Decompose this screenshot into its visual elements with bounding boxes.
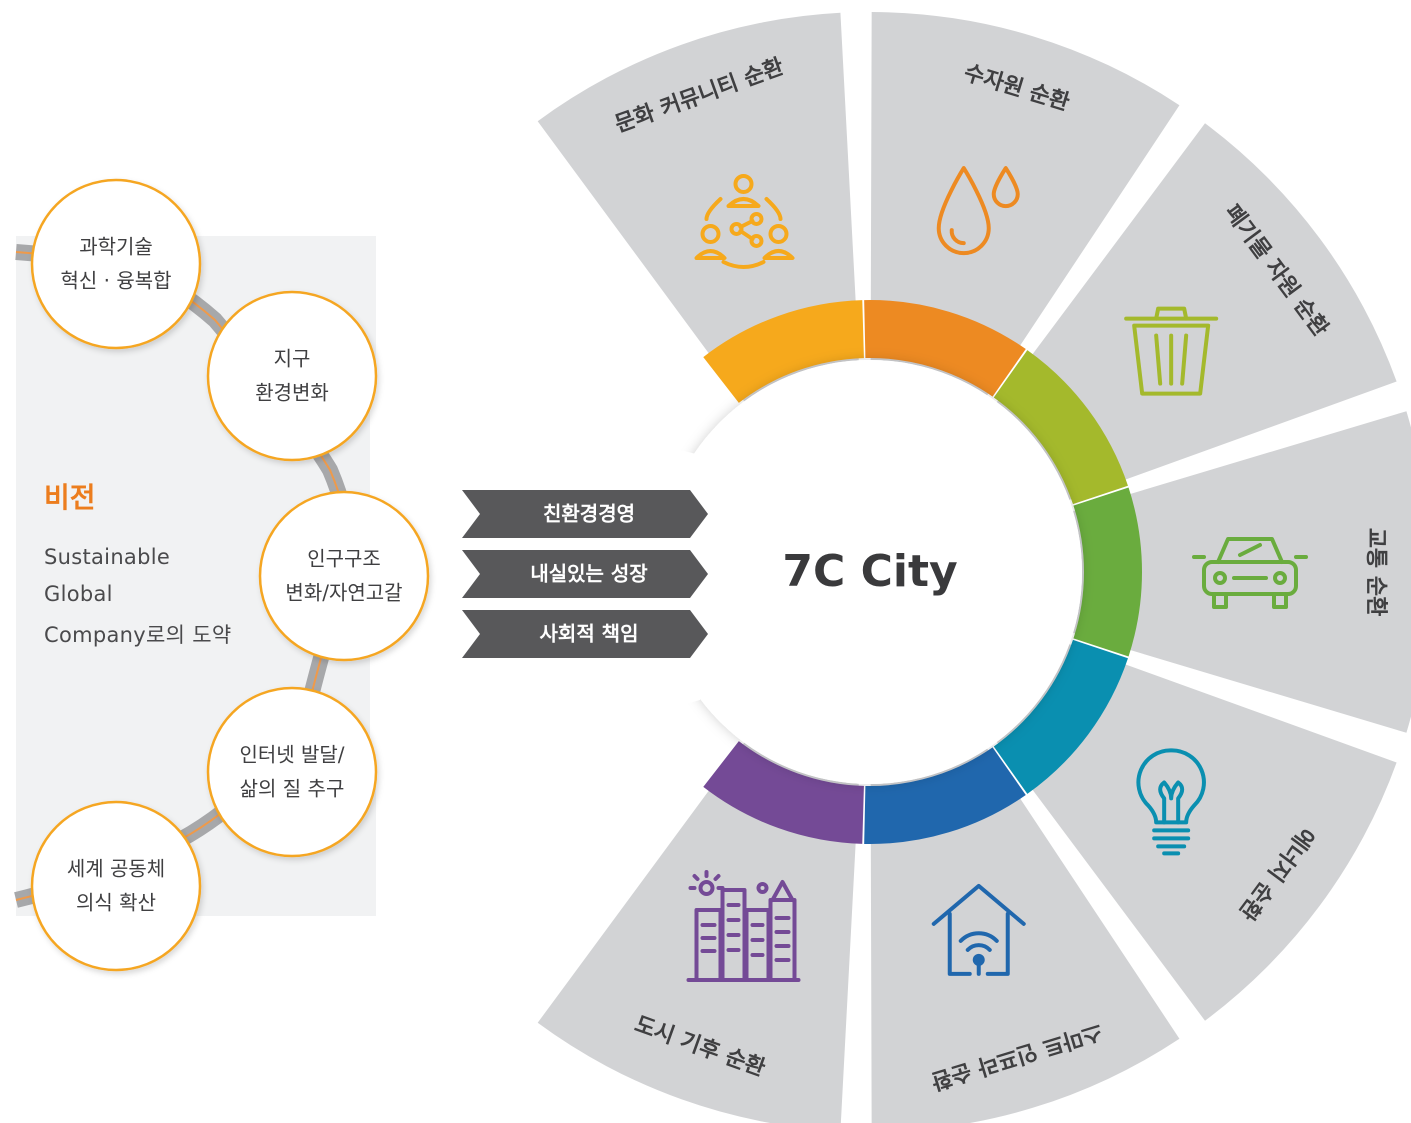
vision-line-1: Sustainable xyxy=(44,545,171,569)
driver-bubble xyxy=(30,178,202,350)
driver-bubble-label: 혁신 · 융복합 xyxy=(60,269,171,293)
value-label: 친환경경영 xyxy=(543,502,635,526)
community-network-icon xyxy=(694,173,795,269)
cycle-ring-segment xyxy=(993,350,1128,505)
driver-bubble-label: 변화/자연고갈 xyxy=(285,581,402,605)
driver-bubble xyxy=(206,686,378,858)
driver-bubble-label: 지구 xyxy=(274,347,311,371)
cycle-label: 교통 순환 xyxy=(1363,528,1388,617)
value-label: 내실있는 성장 xyxy=(530,562,648,586)
cycle-sector xyxy=(537,716,861,1123)
value-arrow xyxy=(462,550,708,598)
city-buildings-icon xyxy=(686,870,801,983)
center-circle-cover xyxy=(658,360,1082,784)
cycle-ring-segment xyxy=(864,300,1026,397)
driver-bubble xyxy=(30,800,202,972)
driver-bubble-label: 삶의 질 추구 xyxy=(240,777,345,801)
driver-bubble-label: 과학기술 xyxy=(79,235,153,259)
driver-bubble-label: 환경변화 xyxy=(255,381,329,405)
light-bulb-icon xyxy=(1136,748,1206,856)
driver-bubble-label: 인터넷 발달/ xyxy=(239,743,344,767)
center-title-label: 7C City xyxy=(782,546,957,597)
driver-bubble-label: 세계 공동체 xyxy=(67,857,165,881)
cycle-ring-segment xyxy=(703,741,864,844)
water-drops-icon xyxy=(936,166,1020,256)
vision-line-2: Global xyxy=(44,582,113,606)
vision-line-3: Company로의 도약 xyxy=(44,623,232,647)
trash-bin-icon xyxy=(1124,306,1219,396)
vision-title: 비전 xyxy=(44,481,96,514)
car-icon xyxy=(1192,537,1308,609)
value-arrow xyxy=(462,490,708,538)
driver-bubble xyxy=(206,290,378,462)
driver-bubble-label: 의식 확산 xyxy=(76,891,156,915)
driver-bubble xyxy=(258,490,430,662)
value-label: 사회적 책임 xyxy=(540,622,639,646)
cycle-ring-segment xyxy=(993,639,1128,794)
cycle-ring-segment xyxy=(1073,487,1143,657)
cycle-ring-segment xyxy=(703,300,864,403)
smart-home-icon xyxy=(931,883,1026,976)
value-arrow xyxy=(462,610,708,658)
cycle-ring-segment xyxy=(864,747,1026,845)
driver-bubble-label: 인구구조 xyxy=(307,547,381,571)
cycle-sector xyxy=(1042,411,1411,733)
